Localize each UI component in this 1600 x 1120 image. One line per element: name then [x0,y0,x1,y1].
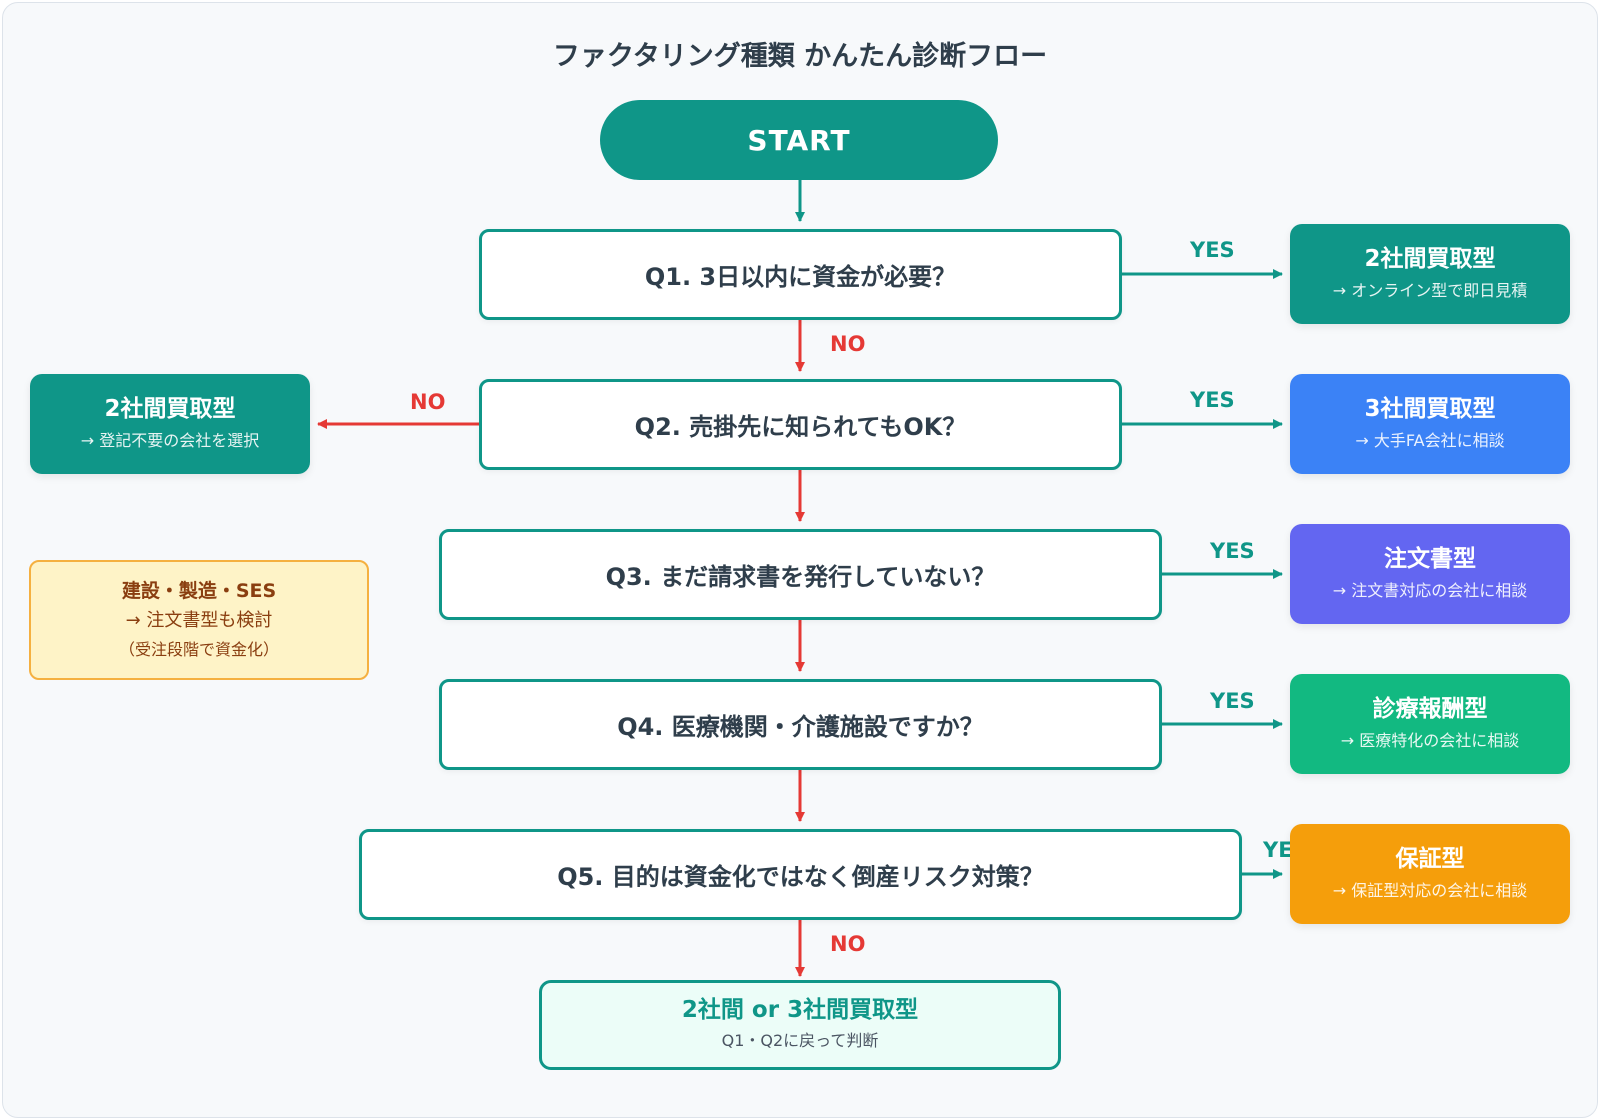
final-subtitle: Q1・Q2に戻って判断 [721,1031,879,1050]
result-title: 注文書型 [1384,546,1476,572]
diagram-title: ファクタリング種類 かんたん診断フロー [552,41,1048,72]
note-line1: 建設・製造・SES [121,580,277,602]
result-subtitle: → 大手FA会社に相談 [1355,431,1505,450]
label-q2-no: NO [410,390,446,414]
label-q5-no: NO [830,932,866,956]
result-card-left-2sha: 2社間買取型 → 登記不要の会社を選択 [30,374,310,474]
result-title: 診療報酬型 [1372,696,1488,722]
result-card-hosho: 保証型 → 保証型対応の会社に相談 [1290,824,1570,924]
final-title: 2社間 or 3社間買取型 [681,997,919,1023]
result-card-chumonsho: 注文書型 → 注文書対応の会社に相談 [1290,524,1570,624]
label-q5-yes: YE [1263,838,1293,862]
result-subtitle: → オンライン型で即日見積 [1332,281,1528,300]
result-card-shinryo: 診療報酬型 → 医療特化の会社に相談 [1290,674,1570,774]
label-q4-yes: YES [1210,689,1255,713]
question-q2: Q2. 売掛先に知られてもOK？ [479,379,1122,470]
question-q5: Q5. 目的は資金化ではなく倒産リスク対策？ [359,829,1242,920]
result-title: 2社間買取型 [104,396,236,422]
label-q1-no: NO [830,332,866,356]
note-line2: → 注文書型も検討 [125,610,273,631]
question-q4: Q4. 医療機関・介護施設ですか？ [439,679,1162,770]
result-subtitle: → 登記不要の会社を選択 [80,431,260,450]
question-q1: Q1. 3日以内に資金が必要？ [479,229,1122,320]
note-line3: （受注段階で資金化） [118,640,279,659]
label-q2-yes: YES [1190,388,1235,412]
result-subtitle: → 注文書対応の会社に相談 [1332,581,1528,600]
final-result: 2社間 or 3社間買取型 Q1・Q2に戻って判断 [539,980,1061,1070]
question-q3: Q3. まだ請求書を発行していない？ [439,529,1162,620]
result-title: 保証型 [1395,846,1465,872]
result-subtitle: → 保証型対応の会社に相談 [1332,881,1528,900]
result-card-3sha: 3社間買取型 → 大手FA会社に相談 [1290,374,1570,474]
result-card-2sha: 2社間買取型 → オンライン型で即日見積 [1290,224,1570,324]
start-node: START [600,100,998,180]
result-title: 2社間買取型 [1364,246,1496,272]
label-q1-yes: YES [1190,238,1235,262]
result-title: 3社間買取型 [1364,396,1496,422]
industry-note: 建設・製造・SES → 注文書型も検討 （受注段階で資金化） [29,560,369,680]
result-subtitle: → 医療特化の会社に相談 [1340,731,1520,750]
label-q3-yes: YES [1210,539,1255,563]
